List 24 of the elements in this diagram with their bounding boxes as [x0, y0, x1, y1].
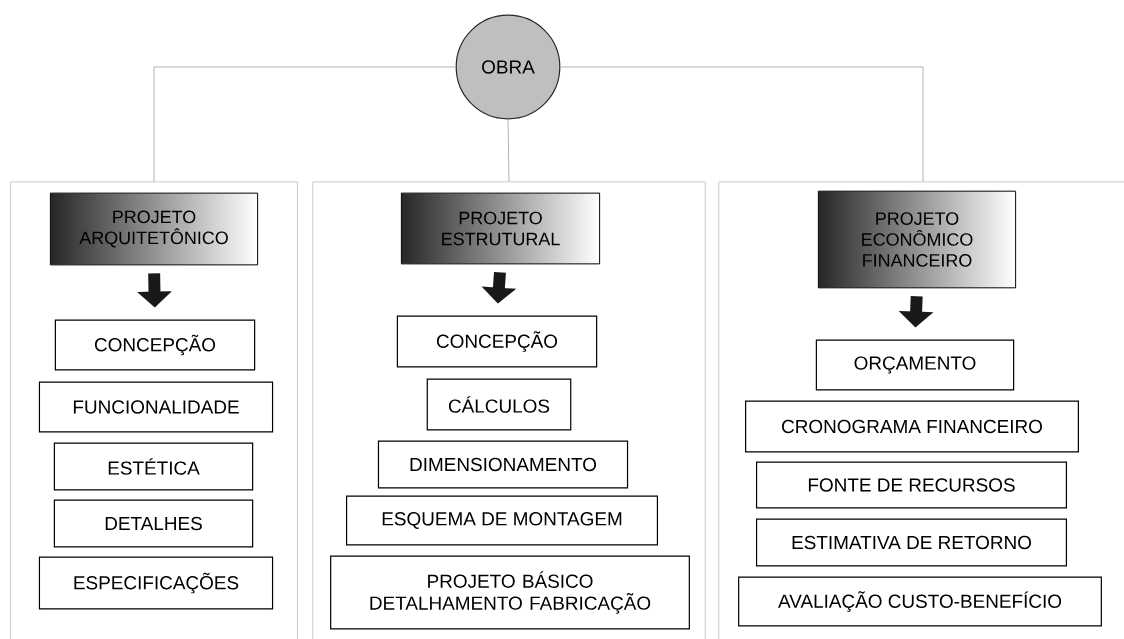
- step-box: ESTIMATIVA DE RETORNO: [756, 518, 1067, 567]
- step-box: DIMENSIONAMENTO: [377, 440, 629, 489]
- step-box: ESPECIFICAÇÕES: [38, 556, 274, 610]
- panel-frame: [312, 181, 706, 639]
- step-box: CONCEPÇÃO: [54, 319, 256, 371]
- step-box: ESTÉTICA: [53, 442, 254, 491]
- connector-line: [559, 66, 924, 182]
- connector-line: [153, 66, 457, 182]
- step-box: FUNCIONALIDADE: [38, 381, 274, 433]
- panel-frame: [10, 181, 298, 639]
- step-box: CONCEPÇÃO: [396, 315, 598, 368]
- step-box: ESQUEMA DE MONTAGEM: [346, 495, 658, 546]
- panel-frame: [718, 181, 1124, 639]
- header-box: PROJETO ARQUITETÔNICO: [49, 192, 259, 266]
- step-box: AVALIAÇÃO CUSTO-BENEFÍCIO: [738, 576, 1102, 627]
- step-box: DETALHES: [53, 499, 254, 548]
- step-box: FONTE DE RECURSOS: [756, 461, 1067, 509]
- step-box: PROJETO BÁSICO DETALHAMENTO FABRICAÇÃO: [330, 555, 690, 630]
- header-box: PROJETO ECONÔMICO FINANCEIRO: [817, 190, 1017, 289]
- step-box: ORÇAMENTO: [815, 339, 1015, 391]
- step-box: CRONOGRAMA FINANCEIRO: [745, 400, 1079, 453]
- connector-line: [507, 118, 510, 182]
- header-box: PROJETO ESTRUTURAL: [400, 192, 601, 265]
- step-box: CÁLCULOS: [426, 378, 572, 431]
